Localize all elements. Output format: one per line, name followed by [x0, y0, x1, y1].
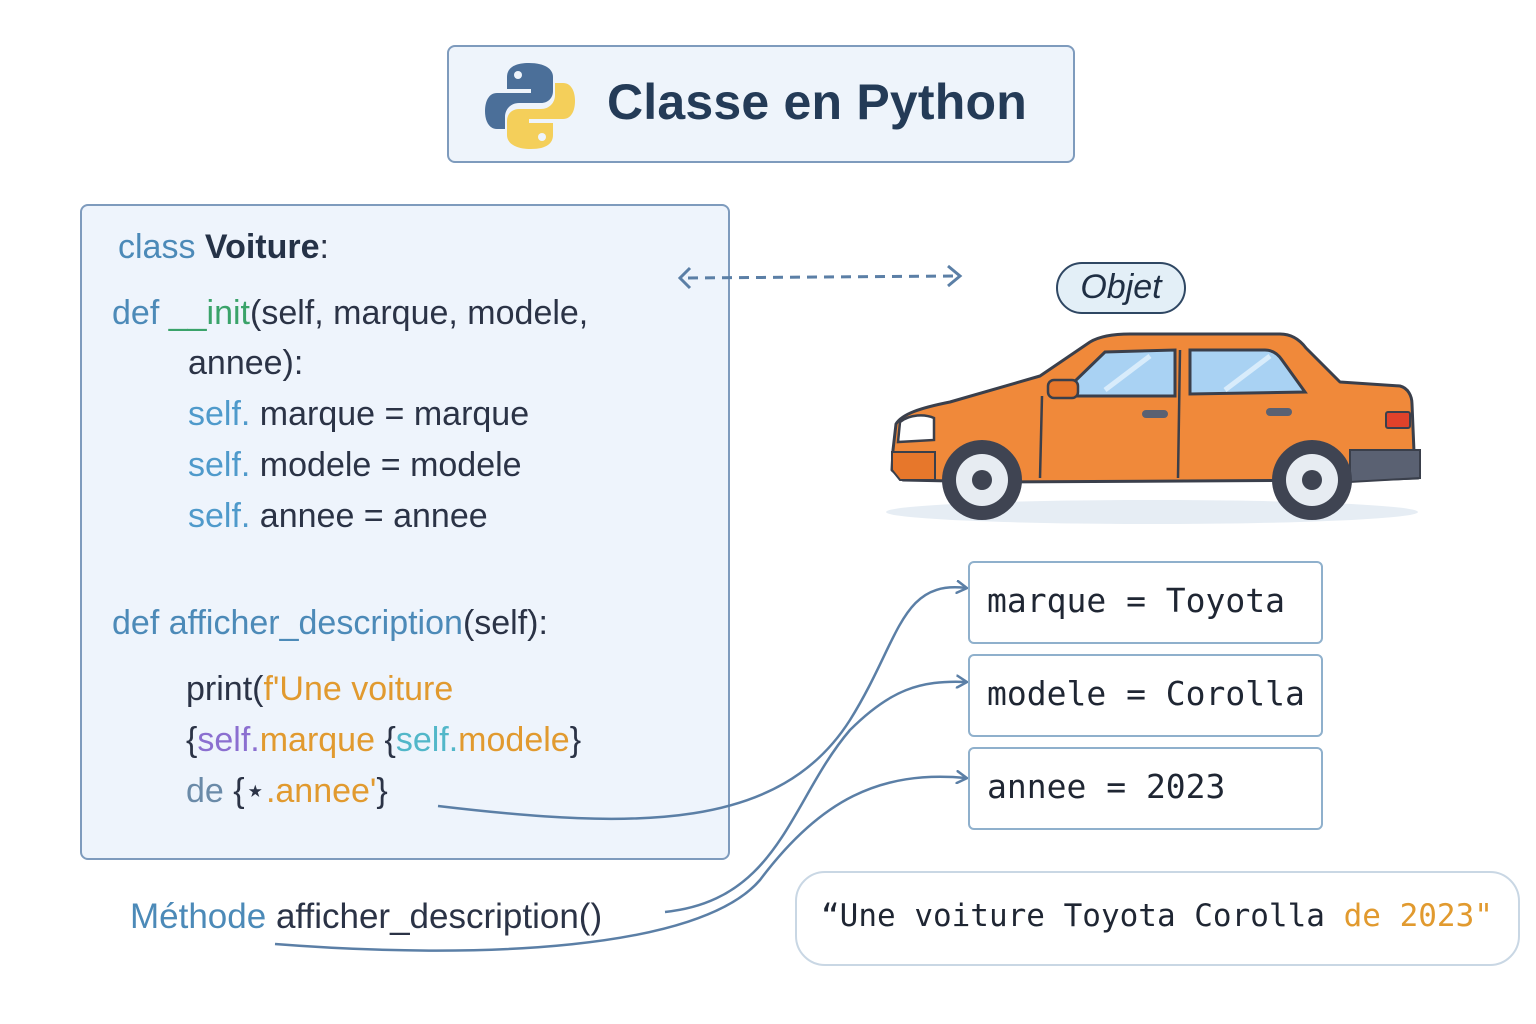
- object-label: Objet: [1056, 262, 1186, 314]
- title-box: Classe en Python: [447, 45, 1075, 163]
- connector-modele: [664, 682, 966, 914]
- assign-modele: modele = modele: [250, 446, 522, 484]
- code-line-self-modele: self. modele = modele: [188, 446, 522, 485]
- code-panel: class Voiture: def __init(self, marque, …: [80, 204, 730, 860]
- code-line-fstring-annee: de {⋆.annee'}: [186, 771, 388, 811]
- class-name: Voiture: [204, 228, 320, 266]
- method-label: Méthode afficher_description(): [130, 897, 602, 937]
- brace: }: [376, 772, 388, 810]
- brace: {: [223, 772, 245, 810]
- def-keyword: def: [112, 604, 160, 642]
- init-args: (self, marque, modele,: [250, 294, 589, 332]
- code-line-init: def __init(self, marque, modele,: [112, 294, 588, 333]
- result-text: “Une voiture Toyota Corolla: [821, 898, 1344, 934]
- assign-marque: marque = marque: [250, 395, 530, 433]
- class-keyword: class: [118, 228, 196, 266]
- attr-annee: .annee': [265, 772, 377, 810]
- self-keyword: self.: [395, 721, 459, 759]
- attribute-box-marque: marque = Toyota: [968, 561, 1323, 644]
- code-line-self-marque: self. marque = marque: [188, 395, 529, 434]
- init-function: __init: [168, 294, 250, 332]
- code-line-print: print(f'Une voiture: [186, 670, 453, 709]
- assign-annee: annee = annee: [250, 497, 488, 535]
- code-line-self-annee: self. annee = annee: [188, 497, 488, 536]
- code-line-fstring-attrs: {self.marque {self.modele}: [186, 721, 581, 760]
- attribute-box-annee: annee = 2023: [968, 747, 1323, 830]
- class-colon: :: [319, 228, 329, 266]
- result-output-box: “Une voiture Toyota Corolla de 2023": [795, 871, 1520, 966]
- star-glyph: ⋆: [244, 772, 266, 810]
- connector-marque: [437, 587, 966, 821]
- method-label-prefix: Méthode: [130, 897, 267, 936]
- page-title: Classe en Python: [607, 74, 1027, 130]
- brace: {: [186, 721, 198, 759]
- method-args: (self):: [462, 604, 548, 642]
- method-label-name: afficher_description(): [266, 897, 603, 936]
- print-call: print(: [186, 670, 264, 708]
- self-keyword: self.: [188, 497, 251, 535]
- brace: {: [375, 721, 396, 759]
- self-keyword: self.: [188, 395, 251, 433]
- de-text: de: [186, 772, 224, 810]
- self-keyword: self.: [188, 446, 251, 484]
- attr-marque: marque: [259, 721, 375, 759]
- brace: }: [569, 721, 582, 759]
- method-name: afficher_description: [168, 604, 463, 642]
- fstring-start: f'Une voiture: [263, 670, 454, 708]
- python-logo-icon: [485, 61, 575, 156]
- attribute-box-modele: modele = Corolla: [968, 654, 1323, 737]
- code-line-class: class Voiture:: [118, 228, 329, 267]
- result-text-accent: de 2023": [1343, 898, 1493, 934]
- code-line-init-args-cont: annee):: [188, 344, 304, 382]
- car-icon: [886, 332, 1421, 524]
- self-keyword: self.: [197, 721, 260, 759]
- connector-annee: [274, 777, 966, 952]
- dashed-arrow-right-head: [947, 264, 963, 288]
- attr-modele: modele: [458, 721, 570, 759]
- code-line-method-def: def afficher_description(self):: [112, 604, 548, 643]
- dashed-double-arrow: [687, 274, 959, 280]
- def-keyword: def: [112, 294, 160, 332]
- dashed-arrow-left-head: [677, 266, 692, 290]
